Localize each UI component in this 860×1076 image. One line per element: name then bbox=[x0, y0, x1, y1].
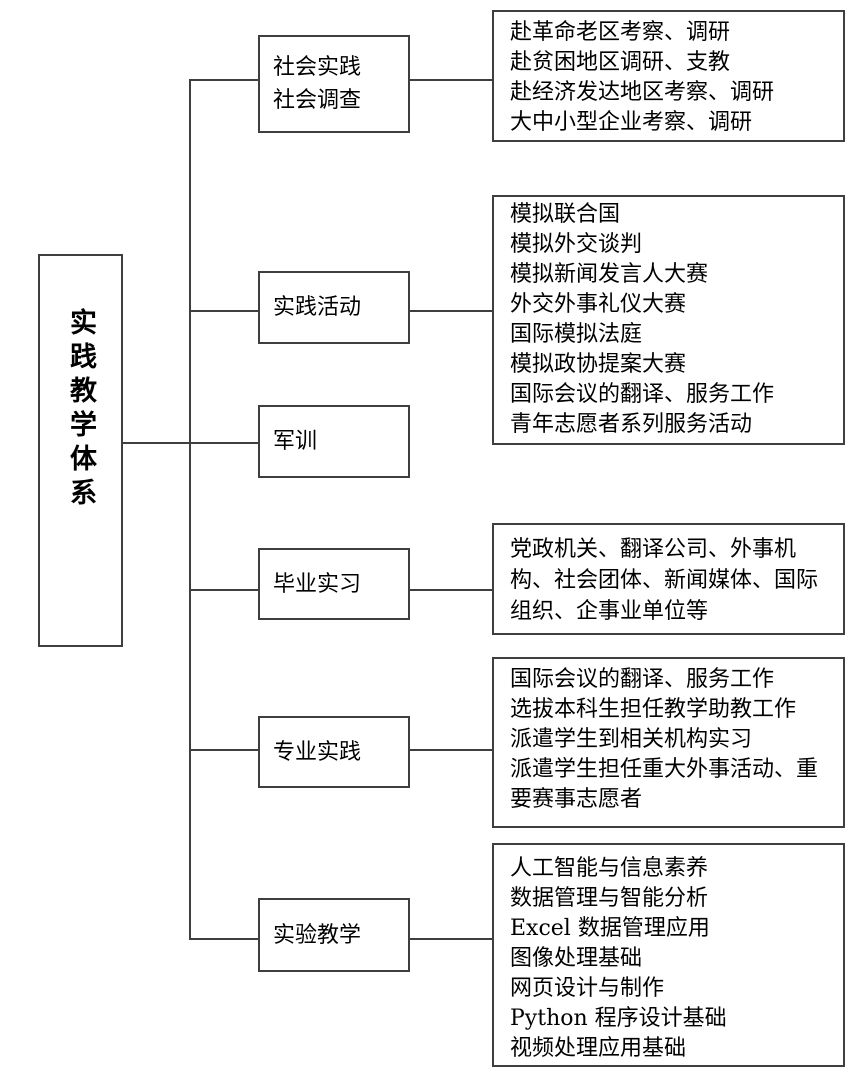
leaf-connector-line-graduation-internship bbox=[410, 589, 492, 591]
leaf-list-practice-activities: 模拟联合国 模拟外交谈判 模拟新闻发言人大赛 外交外事礼仪大赛 国际模拟法庭 模… bbox=[492, 195, 845, 445]
branch-node-experimental-teaching: 实验教学 bbox=[258, 898, 410, 972]
branch-node-military-training: 军训 bbox=[258, 405, 410, 478]
leaf-list-graduation-internship: 党政机关、翻译公司、外事机构、社会团体、新闻媒体、国际组织、企事业单位等 bbox=[492, 523, 845, 635]
leaf-connector-line-social-practice bbox=[410, 79, 492, 81]
branch-node-label: 军训 bbox=[273, 429, 318, 454]
trunk-line bbox=[189, 79, 191, 940]
branch-node-graduation-internship: 毕业实习 bbox=[258, 548, 410, 620]
root-connector-line bbox=[123, 442, 189, 444]
root-node: 实践教学体系 bbox=[38, 254, 123, 647]
branch-connector-line-military-training bbox=[189, 442, 258, 444]
leaf-list-professional-practice: 国际会议的翻译、服务工作 选拔本科生担任教学助教工作 派遣学生到相关机构实习 派… bbox=[492, 657, 845, 828]
branch-connector-line-professional-practice bbox=[189, 749, 258, 751]
branch-connector-line-social-practice bbox=[189, 79, 258, 81]
leaf-list-experimental-teaching: 人工智能与信息素养 数据管理与智能分析 Excel 数据管理应用 图像处理基础 … bbox=[492, 843, 845, 1067]
branch-node-label: 实践活动 bbox=[273, 295, 362, 320]
branch-node-label: 实验教学 bbox=[273, 922, 362, 948]
branch-connector-line-graduation-internship bbox=[189, 589, 258, 591]
leaf-connector-line-professional-practice bbox=[410, 749, 492, 751]
branch-node-label: 专业实践 bbox=[273, 739, 362, 765]
root-node-label: 实践教学体系 bbox=[65, 308, 96, 512]
leaf-connector-line-experimental-teaching bbox=[410, 938, 492, 940]
branch-node-practice-activities: 实践活动 bbox=[258, 271, 410, 344]
leaf-connector-line-practice-activities bbox=[410, 310, 492, 312]
branch-node-label: 社会实践 社会调查 bbox=[273, 55, 362, 113]
branch-node-professional-practice: 专业实践 bbox=[258, 716, 410, 788]
branch-connector-line-practice-activities bbox=[189, 310, 258, 312]
branch-node-label: 毕业实习 bbox=[273, 571, 362, 597]
branch-node-social-practice: 社会实践 社会调查 bbox=[258, 35, 410, 133]
leaf-list-social-practice: 赴革命老区考察、调研 赴贫困地区调研、支教 赴经济发达地区考察、调研 大中小型企… bbox=[492, 10, 845, 142]
branch-connector-line-experimental-teaching bbox=[189, 938, 258, 940]
